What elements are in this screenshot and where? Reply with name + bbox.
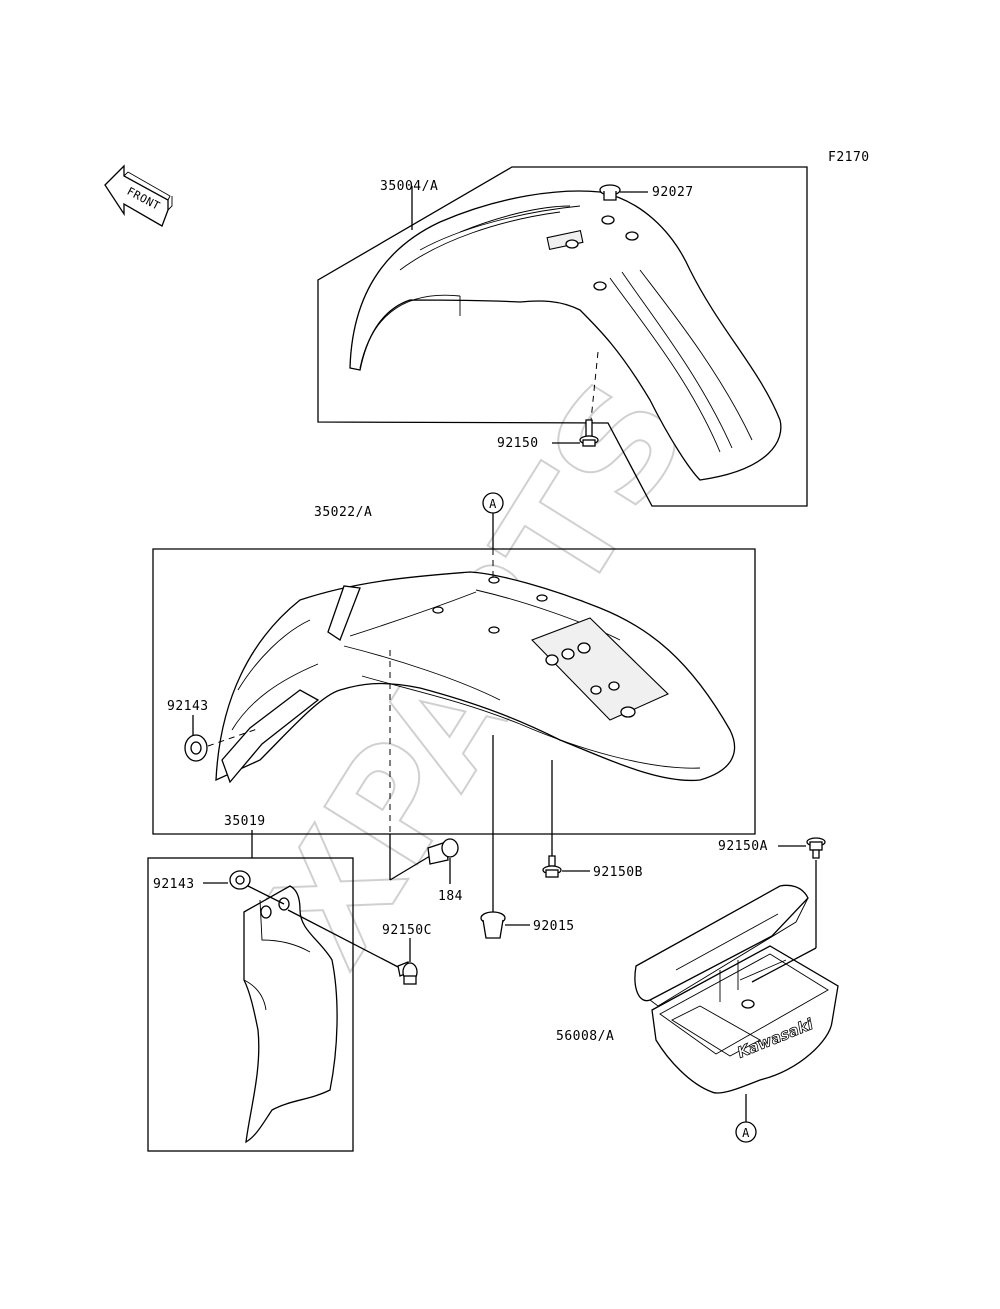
label-92143-rear: 92143 — [167, 699, 209, 714]
label-92150b: 92150B — [593, 865, 643, 880]
front-arrow-icon: FRONT — [104, 164, 173, 227]
svg-text:A: A — [489, 497, 497, 511]
bolt-184-icon — [427, 838, 459, 865]
label-flap: 35019 — [224, 814, 266, 829]
label-front-fender: 35004/A — [380, 179, 438, 194]
ref-marker-a-bottom: A — [735, 1121, 757, 1143]
flap-group: 35019 92143 — [147, 814, 354, 1152]
bolt-92150b-icon — [542, 855, 562, 878]
figure-code: F2170 — [828, 150, 870, 165]
rear-fender-group: 35022/A — [152, 505, 756, 835]
bolt-92150c-icon — [397, 961, 418, 985]
label-184: 184 — [438, 889, 463, 904]
label-92143-flap: 92143 — [153, 877, 195, 892]
label-92015: 92015 — [533, 919, 575, 934]
front-fender-box — [317, 166, 808, 507]
front-fender-group: 35004/A — [317, 166, 808, 507]
label-rear-fender: 35022/A — [314, 505, 372, 520]
grommet-92027-icon — [599, 184, 621, 201]
label-92150a: 92150A — [718, 839, 768, 854]
label-tool-box: 56008/A — [556, 1029, 614, 1044]
washer-92143-icon — [184, 734, 208, 762]
label-92150: 92150 — [497, 436, 539, 451]
clip-92015-icon — [480, 911, 506, 939]
label-92150c: 92150C — [382, 923, 432, 938]
flap-box — [147, 857, 354, 1152]
tool-box-group: Kawasaki 56008/A — [556, 884, 839, 1094]
bolt-92150a-icon — [806, 837, 826, 859]
tool-box-lid — [634, 884, 809, 1002]
washer-92143-flap-icon — [229, 870, 251, 890]
front-arrow-text: FRONT — [125, 185, 163, 213]
label-92027: 92027 — [652, 185, 694, 200]
rear-flap — [243, 885, 338, 1144]
tool-box-tray — [651, 945, 839, 1094]
front-fender — [349, 190, 782, 481]
rear-fender-box — [152, 548, 756, 835]
bolt-92150-icon — [579, 419, 599, 447]
svg-text:A: A — [742, 1126, 750, 1140]
ref-marker-a-top: A — [482, 492, 504, 514]
